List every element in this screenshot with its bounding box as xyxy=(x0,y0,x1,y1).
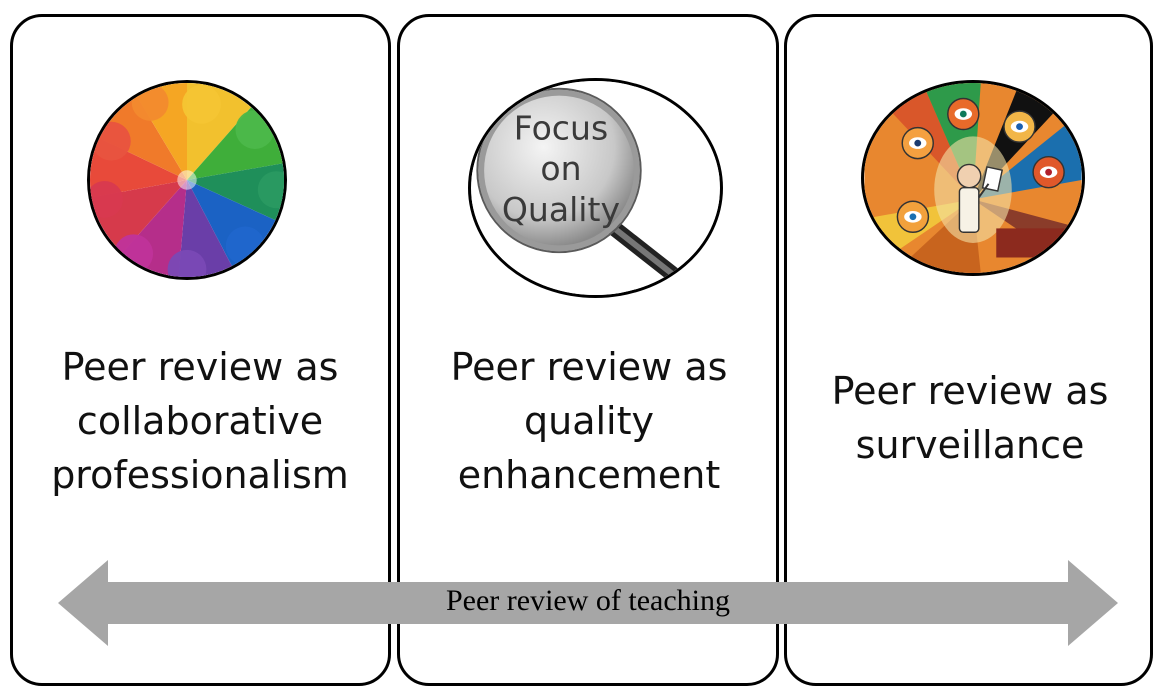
caption-line: surveillance xyxy=(855,423,1085,467)
caption-line: quality xyxy=(524,399,654,443)
caption-line: professionalism xyxy=(51,453,349,497)
double-headed-arrow xyxy=(58,560,1118,646)
caption-line: collaborative xyxy=(76,399,324,443)
caption-quality-enhancement: Peer review as quality enhancement xyxy=(405,340,773,502)
surveillance-eyes-illustration xyxy=(861,80,1085,276)
caption-line: Peer review as xyxy=(450,345,728,389)
magnifier-word-focus: Focus xyxy=(514,108,608,147)
arrow-label: Peer review of teaching xyxy=(445,584,731,617)
magnifier-word-quality: Quality xyxy=(502,190,620,229)
magnifier-word-on: on xyxy=(540,149,581,188)
caption-collaborative-professionalism: Peer review as collaborative professiona… xyxy=(20,340,380,502)
arrow-shape xyxy=(58,560,1118,646)
caption-line: enhancement xyxy=(457,453,721,497)
caption-line: Peer review as xyxy=(831,369,1109,413)
magnifying-glass-illustration: Focus on Quality xyxy=(468,78,723,298)
people-circle-illustration xyxy=(87,80,287,280)
caption-line: Peer review as xyxy=(61,345,339,389)
caption-surveillance: Peer review as surveillance xyxy=(792,364,1148,472)
